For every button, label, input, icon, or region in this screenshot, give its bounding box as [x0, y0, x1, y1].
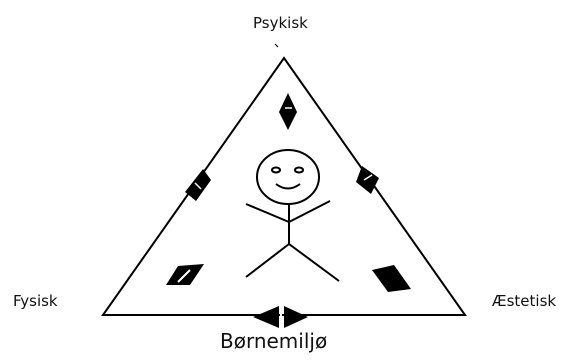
label-aestetisk: Æstetisk [492, 292, 557, 310]
left-edge-diamond-notch-icon [194, 182, 202, 190]
bottom-left-arrow-notch-icon [177, 269, 191, 283]
left-leg [245, 243, 290, 278]
top-diamond-icon [279, 93, 297, 130]
label-fysisk: Fysisk [13, 292, 58, 310]
label-psykisk: Psykisk [253, 14, 308, 32]
smile [275, 183, 301, 190]
bottom-right-arrowhead-icon [284, 306, 308, 328]
smiley-stick-figure-icon [245, 149, 340, 282]
right-arm [288, 200, 331, 223]
right-edge-diamond-icon [356, 166, 379, 194]
right-edge-diamond-notch-icon [363, 174, 373, 181]
left-arm [245, 203, 290, 223]
right-eye [294, 166, 304, 174]
environment-triangle [101, 56, 467, 316]
label-bornemiljo: Børnemiljø [220, 329, 328, 353]
apex-tick-icon [274, 43, 279, 48]
face-circle [256, 149, 320, 205]
bottom-left-arrowhead-icon [253, 306, 279, 328]
left-eye [271, 166, 281, 174]
right-leg [288, 243, 340, 282]
bottom-right-diamond-icon [372, 265, 411, 292]
